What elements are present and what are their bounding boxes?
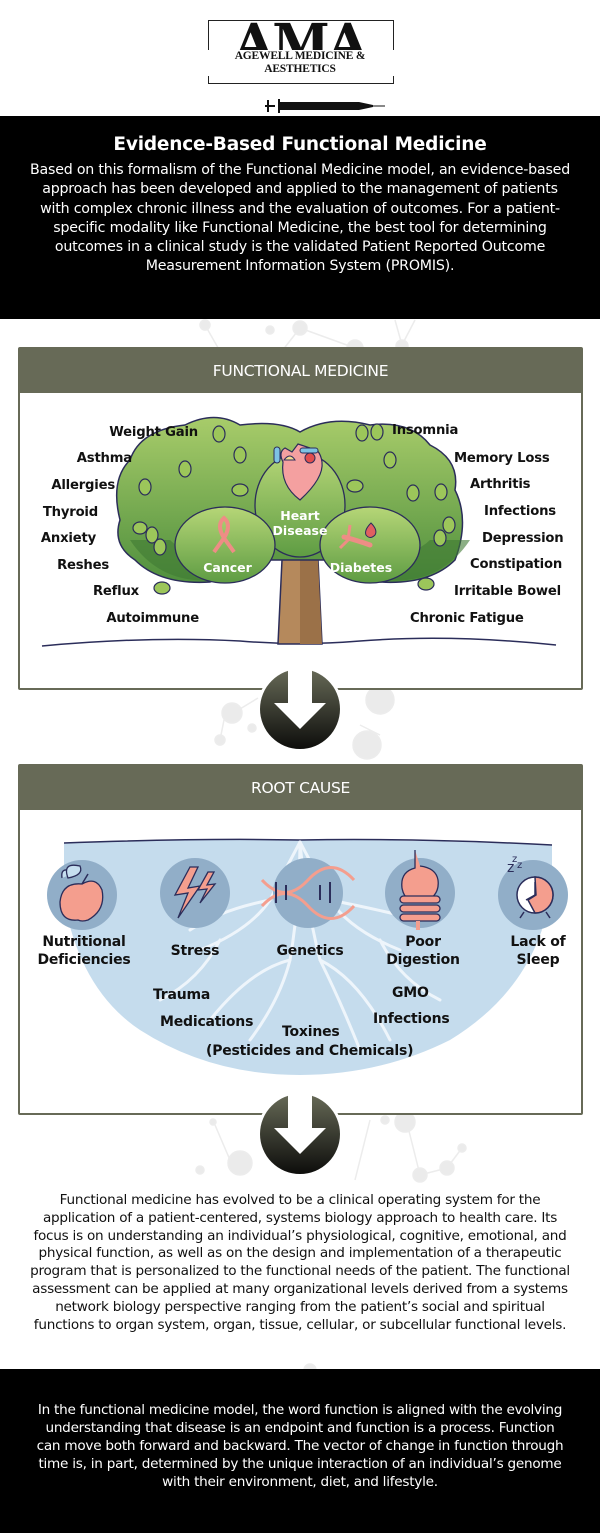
logo-name: AGEWELL MEDICINE & AESTHETICS	[201, 50, 399, 76]
cause-nutritional-deficiencies: Nutritional Deficiencies	[37, 934, 131, 968]
cause-poor-digestion: Poor Digestion	[386, 934, 460, 968]
cause-genetics: Genetics	[276, 943, 344, 959]
footer-text: In the functional medicine model, the wo…	[36, 1402, 564, 1490]
cancer-ribbon-icon	[212, 515, 236, 554]
hero-body: Based on this formalism of the Functiona…	[29, 162, 571, 275]
symptom-reshes: Reshes	[57, 558, 109, 573]
root-trauma: Trauma	[153, 987, 211, 1003]
apple-icon	[59, 864, 104, 922]
root-illustration: z z z	[47, 838, 568, 1075]
functional-medicine-heading: FUNCTIONAL MEDICINE	[20, 349, 581, 393]
root-gmo: GMO	[392, 985, 429, 1001]
zzz-icon: z	[507, 860, 514, 876]
symptom-infections: Infections	[484, 504, 556, 519]
arrow-down-icon	[258, 665, 342, 749]
lightning-icon	[173, 866, 217, 919]
cause-stress: Stress	[170, 943, 220, 959]
symptom-anxiety: Anxiety	[40, 531, 96, 546]
symptom-weight-gain: Weight Gain	[109, 425, 198, 440]
functional-medicine-description: Functional medicine has evolved to be a …	[30, 1192, 570, 1333]
tree-label-diabetes: Diabetes	[329, 560, 393, 575]
symptom-thyroid: Thyroid	[42, 505, 98, 520]
symptom-memory-loss: Memory Loss	[454, 451, 550, 466]
root-cause-heading: ROOT CAUSE	[20, 766, 581, 810]
arrow-down-icon	[258, 1090, 342, 1174]
heart-icon	[273, 443, 323, 501]
svg-text:z: z	[517, 860, 522, 871]
pancreas-icon	[338, 522, 377, 550]
logo: AMA AGEWELL MEDICINE & AESTHETICS	[201, 14, 399, 113]
alarm-clock-icon	[516, 876, 554, 919]
svg-text:z: z	[512, 854, 517, 865]
footer-section: In the functional medicine model, the wo…	[0, 1369, 600, 1533]
tree-illustration	[41, 416, 557, 647]
symptom-arthritis: Arthritis	[470, 477, 531, 492]
symptom-allergies: Allergies	[51, 478, 115, 493]
symptom-depression: Depression	[482, 531, 564, 546]
stomach-icon	[399, 850, 441, 930]
dna-icon	[260, 866, 356, 920]
tree-label-cancer: Cancer	[203, 560, 252, 575]
symptom-irritable-bowel: Irritable Bowel	[454, 584, 561, 599]
syringe-icon	[265, 99, 385, 113]
tree-label-heart-disease: Heart Disease	[272, 508, 328, 538]
symptom-chronic-fatigue: Chronic Fatigue	[410, 611, 524, 626]
hero-title: Evidence-Based Functional Medicine	[113, 134, 487, 155]
hero-section: Evidence-Based Functional Medicine Based…	[0, 116, 600, 319]
symptom-autoimmune: Autoimmune	[106, 611, 199, 626]
symptom-constipation: Constipation	[470, 557, 563, 572]
root-medications: Medications	[160, 1014, 254, 1030]
symptom-asthma: Asthma	[76, 451, 132, 466]
cause-lack-of-sleep: Lack of Sleep	[510, 934, 566, 968]
root-toxines: Toxines	[282, 1024, 340, 1040]
root-infections: Infections	[373, 1011, 450, 1027]
symptom-insomnia: Insomnia	[392, 423, 459, 438]
symptom-reflux: Reflux	[92, 584, 139, 599]
root-toxines-detail: (Pesticides and Chemicals)	[206, 1043, 414, 1059]
functional-medicine-panel: FUNCTIONAL MEDICINE	[18, 347, 583, 690]
